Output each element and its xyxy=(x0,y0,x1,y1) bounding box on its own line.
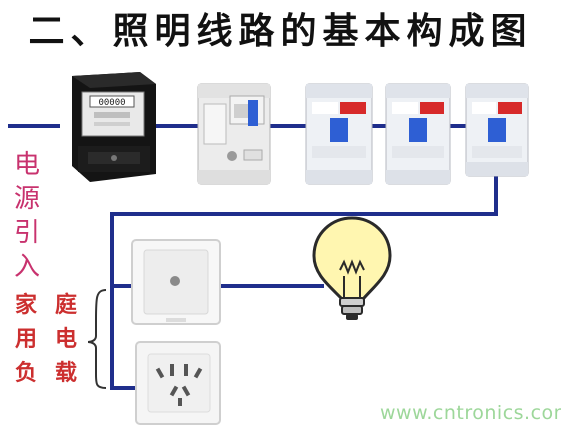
power-source-label: 电 源 引 入 xyxy=(12,148,42,284)
electricity-meter: 00000 xyxy=(72,72,156,182)
source-char-3: 引 xyxy=(13,218,40,248)
source-char-2: 源 xyxy=(13,184,40,214)
load-char-1: 家 xyxy=(14,292,37,318)
circuit-breaker-2 xyxy=(385,83,451,185)
circuit-breaker-1 xyxy=(305,83,373,185)
circuit-breaker-3 xyxy=(465,83,529,177)
wires xyxy=(8,124,498,390)
load-brace xyxy=(87,289,107,389)
household-load-label: 家庭 用电 负载 xyxy=(6,288,90,390)
load-char-4: 电 xyxy=(54,326,77,352)
rcd-breaker xyxy=(197,83,271,185)
source-char-1: 电 xyxy=(13,150,40,180)
load-char-3: 用 xyxy=(14,326,37,352)
feed-wire xyxy=(110,175,498,390)
wall-socket xyxy=(135,341,221,425)
watermark: www.cntronics.com xyxy=(380,402,561,424)
load-char-5: 负 xyxy=(14,360,37,386)
page-title: 二、照明线路的基本构成图 xyxy=(28,10,533,52)
wall-switch xyxy=(131,239,221,325)
meter-readout: 00000 xyxy=(98,98,125,108)
load-char-6: 载 xyxy=(54,360,77,386)
light-bulb xyxy=(312,216,392,320)
source-char-4: 入 xyxy=(13,252,40,282)
load-char-2: 庭 xyxy=(54,292,77,318)
